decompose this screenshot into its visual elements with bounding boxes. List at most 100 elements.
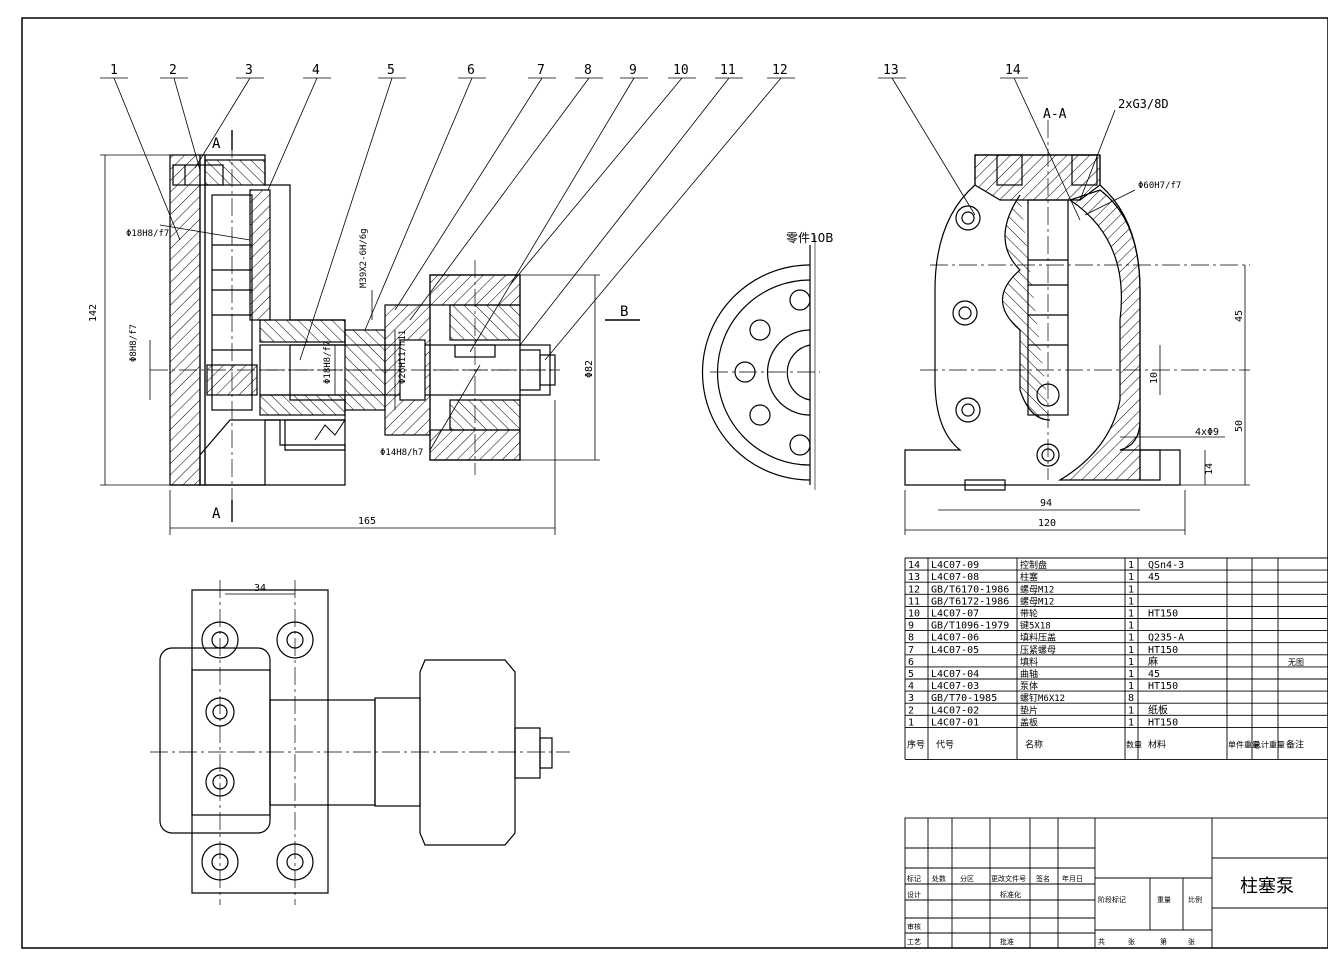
dim-82: Φ82	[584, 360, 595, 378]
bom-header-no: 序号	[907, 738, 925, 750]
bom-qty: 1	[1128, 645, 1134, 656]
bom-table	[904, 557, 1328, 760]
section-a-a-dimensions	[904, 109, 1250, 535]
tb-zhang2: 张	[1188, 937, 1195, 946]
cover-plate	[169, 154, 201, 486]
bom-code: L4C07-05	[931, 645, 979, 656]
bom-no: 8	[908, 633, 914, 644]
dim-fit-60: Φ60H7/f7	[1138, 181, 1181, 191]
bom-code: GB/T1096-1979	[931, 621, 1009, 632]
tb-biaoji: 标记	[907, 874, 921, 883]
callout-13: 13	[883, 63, 899, 78]
bom-material: HT150	[1148, 609, 1178, 620]
callout-9: 9	[629, 63, 637, 78]
bom-code: GB/T70-1985	[931, 693, 997, 704]
callout-numbers: 1 2 3 4 5 6 7 8 9 10 11 12 13 14	[110, 63, 1021, 78]
bom-qty: 1	[1128, 681, 1134, 692]
tb-qianming: 签名	[1036, 874, 1050, 883]
bom-no: 11	[908, 596, 920, 607]
bom-name: 键5X18	[1020, 620, 1051, 632]
callout-11: 11	[720, 63, 736, 78]
tb-nianyueri: 年月日	[1062, 874, 1083, 883]
bom-code: L4C07-02	[931, 705, 979, 716]
callout-8: 8	[584, 63, 592, 78]
bom-qty: 1	[1128, 717, 1134, 728]
dim-10: 10	[1149, 372, 1160, 384]
dim-120: 120	[1038, 518, 1056, 529]
callout-1: 1	[110, 63, 118, 78]
tb-gong: 共	[1098, 937, 1105, 946]
drawing-title: 柱塞泵	[1240, 876, 1294, 897]
bom-name: 填料	[1020, 656, 1038, 668]
dim-34: 34	[254, 583, 266, 594]
bom-code: GB/T6172-1986	[931, 596, 1009, 607]
bom-no: 13	[908, 572, 920, 583]
tb-gengai: 更改文件号	[991, 874, 1026, 883]
bom-name: 螺母M12	[1020, 584, 1054, 595]
dim-165: 165	[358, 516, 376, 527]
tb-bili: 比例	[1188, 895, 1202, 904]
thread-spec: M39X2-6H/6g	[359, 228, 369, 288]
bom-qty: 1	[1128, 669, 1134, 680]
bom-note: 无图	[1288, 658, 1304, 667]
screw	[172, 164, 224, 186]
bom-qty: 1	[1128, 596, 1134, 607]
dim-fit-8: Φ8H8/f7	[129, 324, 139, 362]
bom-header-name: 名称	[1025, 738, 1043, 750]
callout-leaders	[100, 77, 1081, 361]
bom-code: L4C07-01	[931, 717, 979, 728]
bom-no: 5	[908, 669, 914, 680]
part-10b-label: 零件10B	[786, 231, 834, 245]
bom-material: HT150	[1148, 717, 1178, 728]
bom-no: 14	[908, 560, 920, 571]
section-arrows	[231, 130, 640, 522]
pump-base	[170, 419, 346, 486]
dim-fit-14: Φ14H8/h7	[380, 448, 423, 458]
callout-14: 14	[1005, 63, 1021, 78]
section-mark-bottom: A	[212, 506, 221, 522]
callout-2: 2	[169, 63, 177, 78]
dim-holes: 4xΦ9	[1195, 427, 1219, 438]
bom-name: 带轮	[1020, 608, 1038, 620]
callout-7: 7	[537, 63, 545, 78]
drawing-frame	[21, 17, 1328, 949]
bom-no: 4	[908, 681, 914, 692]
pipe-thread-label: 2xG3/8D	[1118, 97, 1169, 111]
bom-material: QSn4-3	[1148, 560, 1184, 571]
tb-shenhe: 审核	[907, 922, 921, 931]
tb-di: 第	[1160, 937, 1167, 946]
title-block	[904, 817, 1328, 949]
bom-header-qty: 数量	[1126, 739, 1142, 749]
plan-view	[150, 580, 570, 905]
callout-12: 12	[772, 63, 788, 78]
bom-name: 螺钉M6X12	[1020, 693, 1065, 704]
bom-no: 9	[908, 621, 914, 632]
bom-name: 压紧螺母	[1020, 645, 1056, 656]
bom-code: L4C07-08	[931, 572, 979, 583]
bom-no: 12	[908, 584, 920, 595]
callout-4: 4	[312, 63, 320, 78]
part-10b-view	[701, 235, 820, 490]
callout-6: 6	[467, 63, 475, 78]
title-block-text: 柱塞泵 标记 处数 分区 更改文件号 签名 年月日 设计 标准化 阶段标记 重量…	[907, 874, 1294, 946]
main-view-dimensions	[100, 154, 600, 535]
dim-142: 142	[88, 304, 99, 322]
tb-gongyi: 工艺	[907, 938, 921, 946]
section-a-a-label: A-A	[1043, 107, 1067, 122]
callout-10: 10	[673, 63, 689, 78]
bom-qty: 1	[1128, 705, 1134, 716]
tb-jieduan: 阶段标记	[1098, 895, 1126, 904]
bom-code: L4C07-07	[931, 609, 979, 620]
dim-50: 50	[1234, 420, 1245, 432]
bom-qty: 1	[1128, 621, 1134, 632]
view-b-mark: B	[620, 304, 628, 320]
bom-no: 6	[908, 657, 914, 668]
bom-header-note: 备注	[1286, 738, 1304, 750]
bom-no: 10	[908, 609, 920, 620]
bom-header-material: 材料	[1148, 738, 1166, 750]
dim-fit-18-shaft: Φ18H8/f7	[323, 341, 333, 384]
dim-14: 14	[1204, 463, 1215, 475]
bom-qty: 1	[1128, 572, 1134, 583]
bom-material: HT150	[1148, 645, 1178, 656]
